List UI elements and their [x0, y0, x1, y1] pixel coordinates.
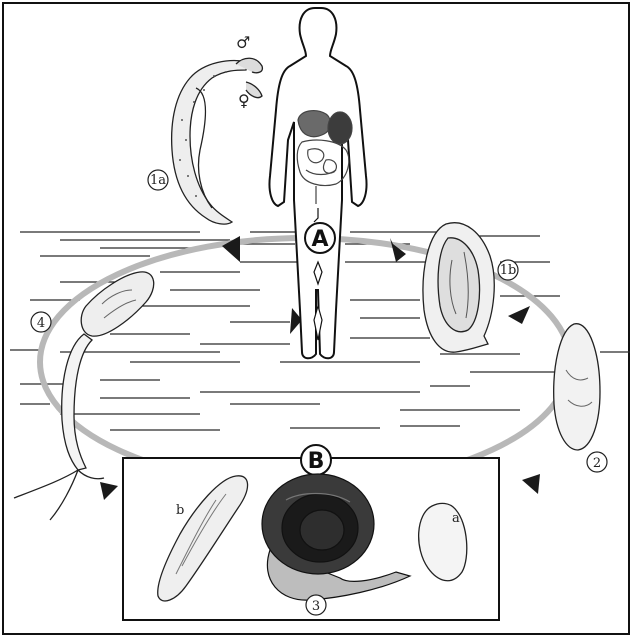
stage-2-label: 2 — [593, 456, 601, 471]
female-symbol: ♀ — [238, 91, 250, 110]
stage-3-label: 3 — [312, 599, 320, 614]
host-a-label: A — [311, 227, 328, 252]
egg-illustration — [423, 223, 494, 352]
host-b-label: B — [308, 449, 325, 474]
label-b: b — [176, 503, 184, 518]
label-a: a — [452, 511, 460, 526]
stage-4-label: 4 — [37, 316, 45, 331]
stage-1b-label: 1b — [500, 263, 517, 278]
stage-1a-label: 1a — [150, 173, 166, 188]
miracidium-illustration — [554, 324, 600, 450]
male-symbol: ♂ — [236, 33, 250, 52]
